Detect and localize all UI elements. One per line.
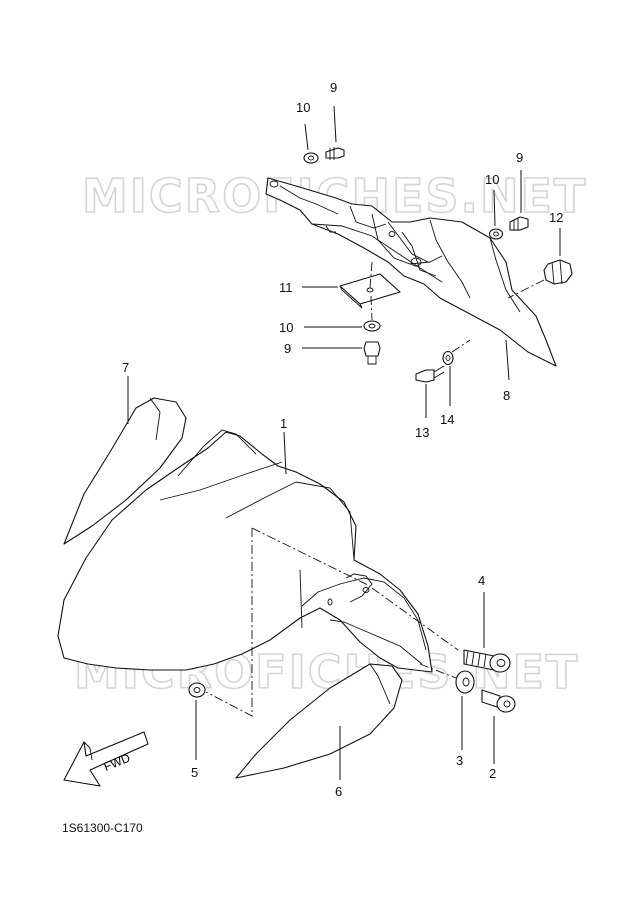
callout-8: 8 — [503, 388, 510, 403]
callout-10-top: 10 — [296, 100, 310, 115]
washer-part-5 — [188, 682, 206, 698]
bolt-part-4 — [463, 649, 511, 673]
front-fender-part-1 — [57, 429, 433, 673]
bolt-part-9-lower — [363, 341, 381, 365]
inner-fender-part-8 — [265, 177, 557, 367]
screw-part-13 — [415, 365, 445, 383]
callout-9-right: 9 — [516, 150, 523, 165]
callout-9-lower: 9 — [284, 341, 291, 356]
callout-4: 4 — [478, 573, 485, 588]
bumper-part-12 — [543, 259, 573, 285]
bolt-part-9-right — [509, 216, 529, 231]
callout-9-top: 9 — [330, 80, 337, 95]
callout-10-right: 10 — [485, 172, 499, 187]
callout-7: 7 — [122, 360, 129, 375]
callout-2: 2 — [489, 766, 496, 781]
plate-nut-part-11 — [339, 273, 401, 309]
visor-part-7 — [63, 397, 187, 545]
callout-5: 5 — [191, 765, 198, 780]
callout-11: 11 — [279, 280, 293, 295]
washer-part-10-right — [488, 228, 504, 240]
callout-6: 6 — [335, 784, 342, 799]
fwd-direction-arrow: FWD — [63, 731, 149, 787]
bolt-part-9-top — [325, 147, 345, 160]
screw-part-2 — [481, 689, 516, 713]
callout-14: 14 — [440, 412, 454, 427]
washer-part-10-top — [303, 152, 319, 164]
diagram-code: 1S61300-C170 — [62, 821, 143, 835]
washer-part-3 — [455, 670, 475, 694]
side-panel-part-6 — [235, 663, 403, 779]
callout-1: 1 — [280, 416, 287, 431]
washer-part-14 — [442, 350, 454, 366]
washer-part-10-lower — [363, 320, 381, 332]
callout-13: 13 — [415, 425, 429, 440]
callout-12: 12 — [549, 210, 563, 225]
callout-3: 3 — [456, 753, 463, 768]
callout-10-lower: 10 — [279, 320, 293, 335]
